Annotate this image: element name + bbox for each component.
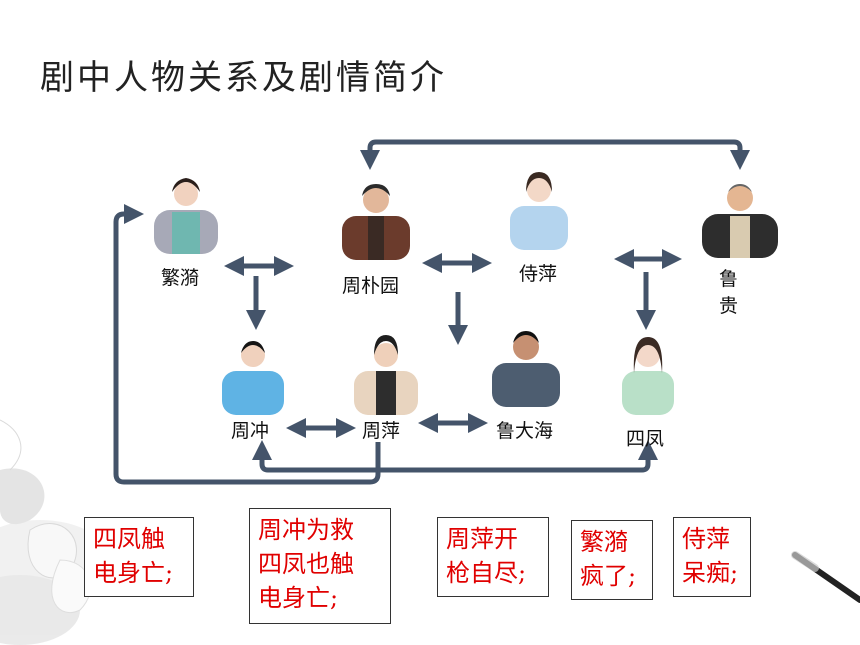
arrow-zhouchong-sifeng	[252, 440, 658, 473]
shiping-portrait	[510, 172, 568, 250]
arrow-zhoupuyuan-lugui	[360, 139, 750, 170]
arrow-zhouping-fanyi	[113, 204, 381, 485]
flower-decoration	[0, 419, 110, 645]
zhouping-portrait	[354, 335, 418, 415]
ludahai-label: 鲁大海	[496, 420, 554, 442]
lugui-portrait	[702, 184, 778, 258]
zhouchong-label: 周冲	[231, 420, 270, 442]
zhouchong-portrait	[222, 341, 284, 415]
shiping-label: 侍萍	[519, 263, 558, 285]
zhoupuyuan-portrait	[342, 184, 410, 260]
zhoupuyuan-label: 周朴园	[342, 275, 400, 297]
ludahai-portrait	[492, 331, 560, 407]
fanyi-portrait	[154, 178, 218, 254]
note-sifeng-fate: 四凤触 电身亡;	[84, 517, 194, 597]
note-zhouping-fate: 周萍开 枪自尽;	[437, 517, 549, 597]
sifeng-label: 四凤	[626, 428, 665, 450]
note-zhouchong-fate: 周冲为救 四凤也触 电身亡;	[249, 508, 391, 624]
lugui-label: 鲁 贵	[719, 268, 739, 317]
note-fanyi-fate: 繁漪 疯了;	[571, 520, 653, 600]
page-title: 剧中人物关系及剧情简介	[40, 58, 447, 98]
sifeng-portrait	[622, 337, 674, 415]
zhouping-label: 周萍	[362, 420, 401, 442]
note-shiping-fate: 侍萍 呆痴;	[673, 517, 751, 597]
brush-decoration	[791, 551, 860, 603]
fanyi-label: 繁漪	[161, 267, 200, 289]
